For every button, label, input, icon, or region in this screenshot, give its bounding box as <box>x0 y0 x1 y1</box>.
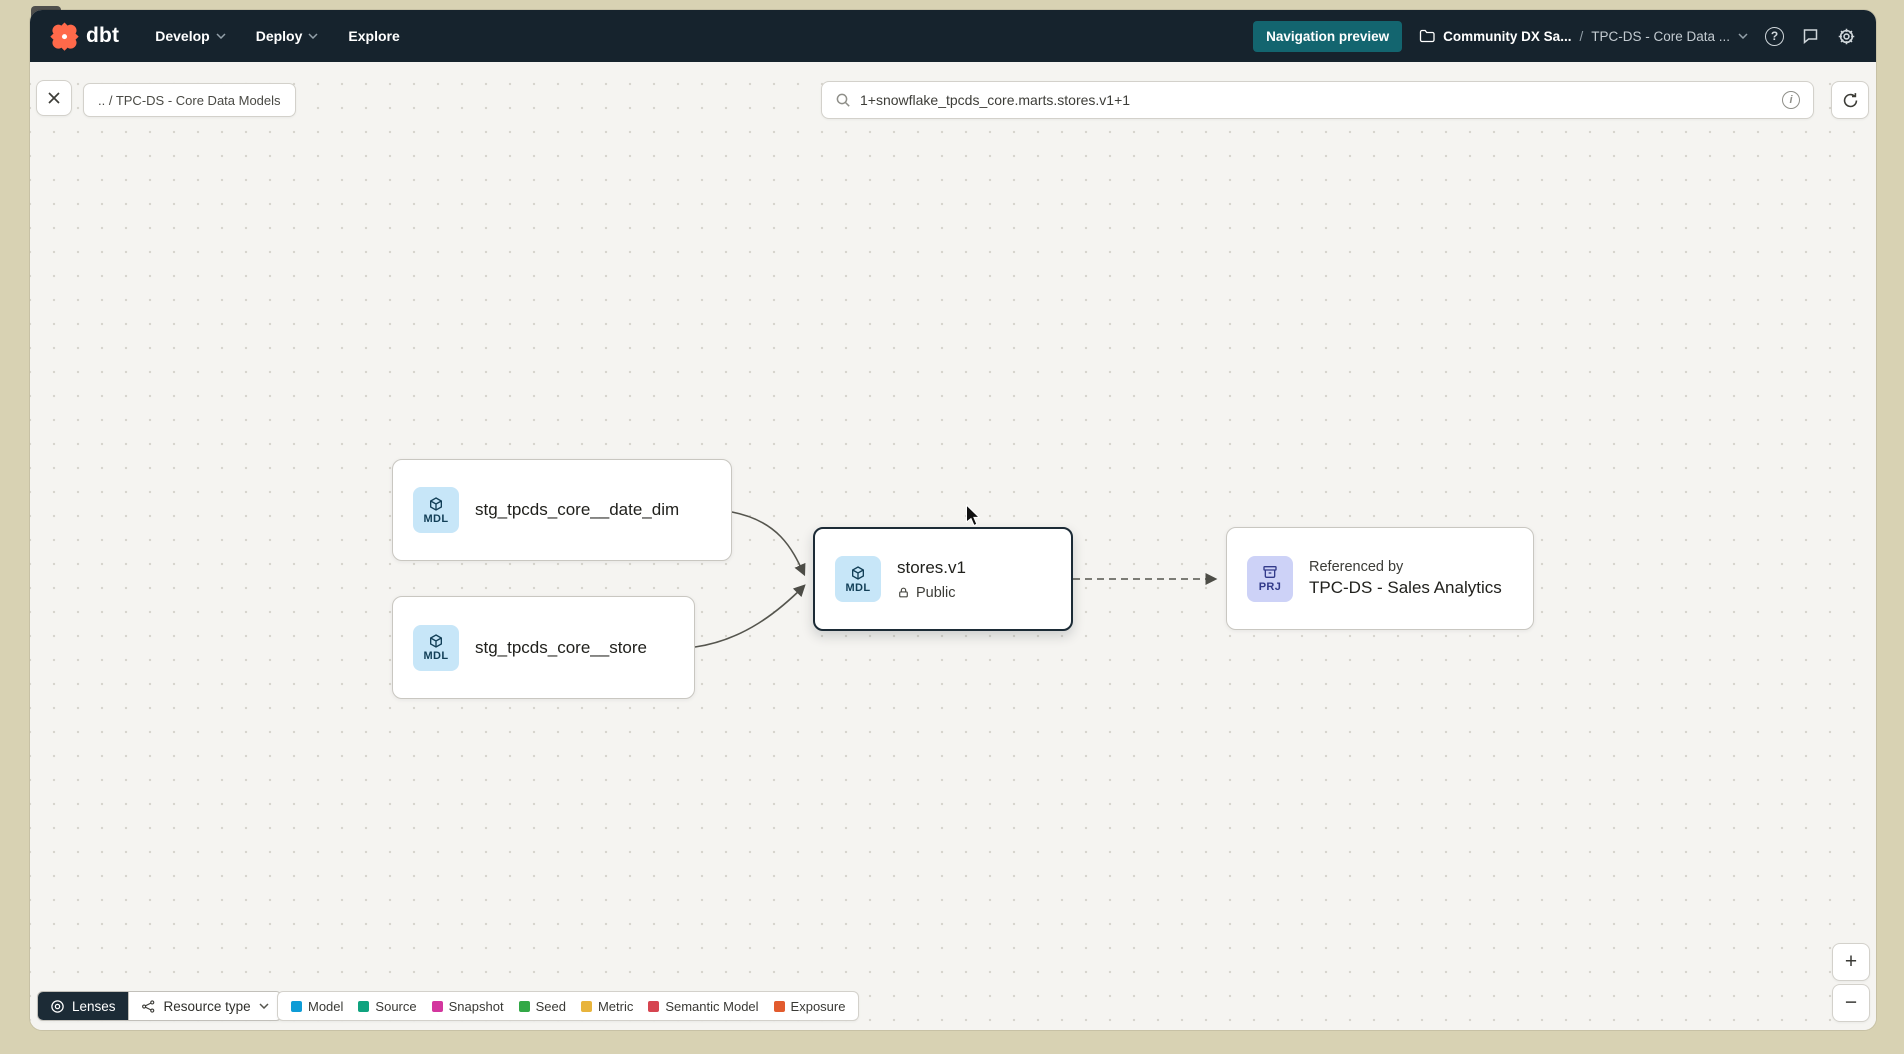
logo-text: dbt <box>86 24 120 47</box>
project-name: TPC-DS - Core Data ... <box>1591 28 1730 44</box>
lock-icon <box>899 587 908 598</box>
node-text: Referenced by TPC-DS - Sales Analytics <box>1309 559 1502 598</box>
edge-store-to-stores <box>694 584 806 648</box>
breadcrumb-separator: / <box>1579 28 1584 44</box>
chat-icon <box>1803 29 1818 44</box>
legend-swatch <box>518 1000 530 1012</box>
resource-badge: PRJ <box>1258 581 1282 593</box>
node-stg-tpcds-core-date-dim[interactable]: MDL stg_tpcds_core__date_dim <box>392 459 732 561</box>
model-icon-tile: MDL <box>413 624 459 671</box>
legend-swatch <box>358 1000 370 1012</box>
chevron-down-icon <box>259 1003 269 1009</box>
resource-type-button[interactable]: Resource type <box>127 992 281 1020</box>
dbt-logo[interactable]: dbt <box>50 21 120 51</box>
menu-deploy-label: Deploy <box>255 28 303 44</box>
project-breadcrumb[interactable]: Community DX Sa... / TPC-DS - Core Data … <box>1419 29 1748 44</box>
chevron-down-icon <box>216 33 226 39</box>
refresh-button[interactable] <box>1831 81 1869 119</box>
close-button[interactable] <box>36 80 72 116</box>
help-icon: ? <box>1765 26 1784 46</box>
resource-badge: MDL <box>423 650 449 662</box>
chevron-down-icon <box>1738 33 1748 39</box>
node-stores-v1[interactable]: MDL stores.v1 Public <box>813 527 1073 631</box>
node-label: stg_tpcds_core__store <box>475 637 647 657</box>
legend-item-metric: Metric <box>580 999 633 1014</box>
node-stg-tpcds-core-store[interactable]: MDL stg_tpcds_core__store <box>392 596 695 699</box>
legend-swatch <box>648 1000 660 1012</box>
edge-date-dim-to-stores <box>731 511 806 577</box>
feedback-button[interactable] <box>1801 27 1820 45</box>
legend-item-seed: Seed <box>518 999 566 1014</box>
menu-develop[interactable]: Develop <box>155 28 226 44</box>
navigation-preview-button[interactable]: Navigation preview <box>1253 20 1403 52</box>
legend-swatch <box>580 1000 592 1012</box>
dbt-logo-icon <box>50 21 79 51</box>
resource-type-legend: Model Source Snapshot Seed Metric <box>277 991 860 1021</box>
zoom-out-button[interactable]: − <box>1832 984 1870 1022</box>
legend-item-source: Source <box>358 999 417 1014</box>
cube-icon <box>430 634 442 648</box>
resource-badge: MDL <box>845 581 871 594</box>
view-controls: Lenses Resource type <box>37 991 282 1021</box>
model-icon-tile: MDL <box>413 487 459 533</box>
node-text: stores.v1 Public <box>897 558 966 601</box>
legend-swatch <box>431 1000 443 1012</box>
legend-swatch <box>773 1000 785 1012</box>
folder-icon <box>1420 29 1435 43</box>
archive-icon <box>1263 566 1277 578</box>
topbar-right: Navigation preview Community DX Sa... / … <box>1253 20 1856 52</box>
refresh-icon <box>1843 92 1857 107</box>
access-label: Public <box>916 584 956 601</box>
legend-item-exposure: Exposure <box>773 999 845 1014</box>
lenses-button[interactable]: Lenses <box>38 992 128 1020</box>
menu-explore-label: Explore <box>348 28 400 44</box>
chevron-down-icon <box>308 33 318 39</box>
referenced-by-label: Referenced by <box>1309 559 1404 575</box>
close-icon <box>48 92 60 104</box>
resource-type-label: Resource type <box>163 998 251 1014</box>
cube-icon <box>430 496 442 511</box>
network-icon <box>141 999 154 1013</box>
legend-item-snapshot: Snapshot <box>431 999 504 1014</box>
main-menu: Develop Deploy Explore <box>155 28 400 44</box>
app-window: dbt Develop Deploy Explore Navigation pr… <box>30 10 1876 1030</box>
node-label: stores.v1 <box>897 557 966 577</box>
node-tpcds-sales-analytics[interactable]: PRJ Referenced by TPC-DS - Sales Analyti… <box>1226 527 1534 630</box>
lineage-breadcrumb-chip[interactable]: .. / TPC-DS - Core Data Models <box>83 83 296 117</box>
menu-develop-label: Develop <box>155 28 210 44</box>
menu-explore[interactable]: Explore <box>348 28 399 44</box>
lenses-label: Lenses <box>72 998 116 1014</box>
search-input[interactable] <box>860 92 1773 108</box>
legend-item-semantic-model: Semantic Model <box>648 999 759 1014</box>
info-icon[interactable]: i <box>1782 91 1800 109</box>
resource-badge: MDL <box>423 512 449 525</box>
search-bar: i <box>821 81 1814 119</box>
access-row: Public <box>897 585 966 601</box>
cube-icon <box>852 565 864 580</box>
lens-icon <box>51 999 64 1013</box>
legend-swatch <box>291 1000 302 1012</box>
lineage-edges <box>694 511 1218 648</box>
node-label: TPC-DS - Sales Analytics <box>1309 578 1502 597</box>
gear-icon <box>1838 28 1855 44</box>
settings-button[interactable] <box>1837 27 1856 46</box>
lineage-canvas[interactable]: .. / TPC-DS - Core Data Models i <box>30 62 1876 1030</box>
zoom-in-button[interactable]: + <box>1832 943 1870 981</box>
menu-deploy[interactable]: Deploy <box>256 28 319 44</box>
account-name: Community DX Sa... <box>1443 28 1572 44</box>
topbar: dbt Develop Deploy Explore Navigation pr… <box>30 10 1876 62</box>
search-icon <box>836 93 850 107</box>
help-button[interactable]: ? <box>1765 26 1784 46</box>
project-icon-tile: PRJ <box>1247 555 1293 602</box>
legend-item-model: Model <box>291 999 343 1014</box>
node-label: stg_tpcds_core__date_dim <box>475 500 680 519</box>
model-icon-tile: MDL <box>835 556 881 602</box>
